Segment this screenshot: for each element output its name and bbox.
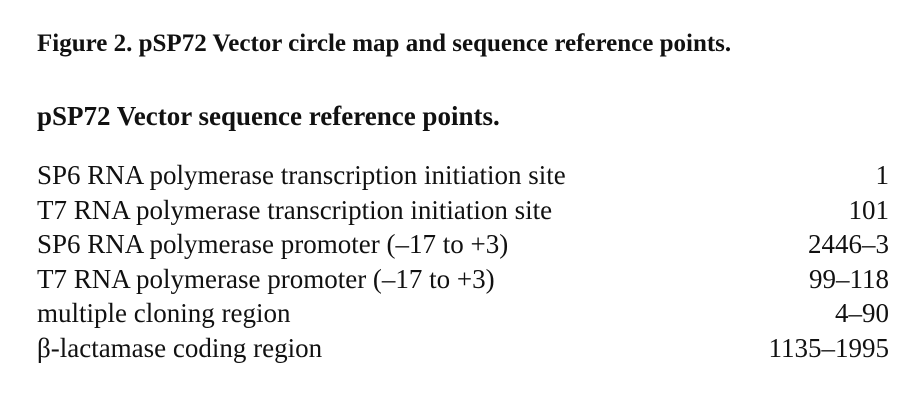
- feature-position: 99–118: [809, 263, 889, 294]
- reference-points-table: SP6 RNA polymerase transcription initiat…: [37, 158, 889, 366]
- table-row: β-lactamase coding region 1135–1995: [37, 331, 889, 366]
- feature-position: 101: [848, 194, 890, 225]
- section-heading: pSP72 Vector sequence reference points.: [37, 101, 500, 131]
- feature-name: β-lactamase coding region: [37, 332, 323, 363]
- feature-name: multiple cloning region: [37, 298, 291, 329]
- feature-position: 2446–3: [808, 229, 889, 260]
- feature-position: 1: [875, 160, 890, 190]
- feature-position: 4–90: [835, 298, 889, 329]
- feature-name: T7 RNA polymerase transcription initiati…: [37, 194, 553, 225]
- table-row: SP6 RNA polymerase transcription initiat…: [37, 158, 889, 193]
- table-row: T7 RNA polymerase transcription initiati…: [37, 193, 889, 228]
- feature-name: SP6 RNA polymerase promoter (–17 to +3): [37, 229, 509, 260]
- feature-name: SP6 RNA polymerase transcription initiat…: [37, 160, 566, 190]
- table-row: multiple cloning region 4–90: [37, 296, 889, 331]
- feature-name: T7 RNA polymerase promoter (–17 to +3): [37, 263, 495, 294]
- table-row: SP6 RNA polymerase promoter (–17 to +3) …: [37, 227, 889, 262]
- figure-caption: Figure 2. pSP72 Vector circle map and se…: [37, 30, 732, 57]
- feature-position: 1135–1995: [768, 332, 890, 363]
- table-row: T7 RNA polymerase promoter (–17 to +3) 9…: [37, 262, 889, 297]
